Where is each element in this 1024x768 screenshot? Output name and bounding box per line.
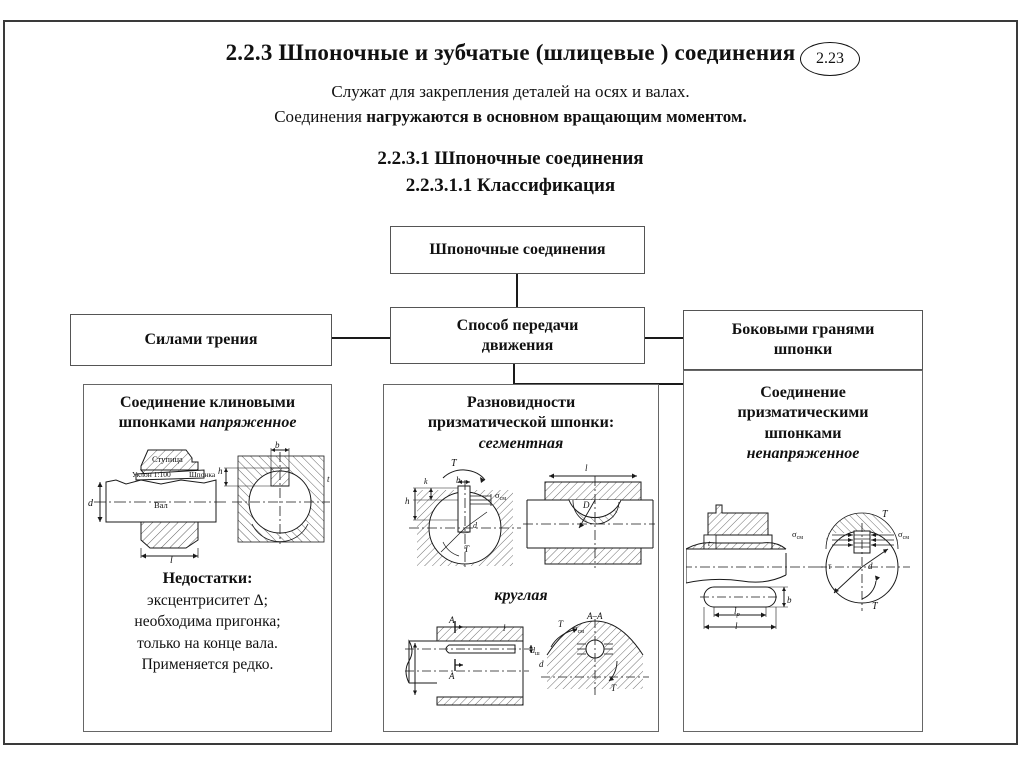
panel-prismatic-variants-heading: Разновидности призматической шпонки: сег…	[384, 385, 658, 456]
slide-number-badge: 2.23	[800, 42, 860, 76]
section-heading-3: 2.2.3.1.1 Классификация	[405, 175, 616, 196]
flow-box-side-faces-line2: шпонки	[773, 341, 833, 358]
round-label-T-right: T	[611, 683, 617, 693]
section-heading-2: 2.2.3.1 Шпоночные соединения	[377, 148, 644, 169]
round-label-T-left: T	[558, 619, 564, 629]
subtitle-line-2: Соединения нагружаются в основном вращаю…	[5, 107, 1016, 127]
panel-wedge-keys: Соединение клиновыми шпонками напряженно…	[83, 384, 332, 732]
segment-label-l: l	[585, 463, 588, 473]
flow-box-side-faces: Боковыми гранями шпонки	[683, 310, 923, 370]
prismatic-label-T-top: T	[882, 509, 889, 520]
drawing-dim-t: t	[327, 474, 330, 484]
prismatic-label-l: l	[735, 621, 738, 631]
flow-box-method: Способ передачи движения	[390, 307, 645, 364]
drawing-dim-b: b	[275, 440, 280, 450]
prismatic-label-lp: lp	[734, 606, 741, 618]
round-label-sigma: σсм	[573, 623, 584, 635]
panel-unstressed-heading-line4: ненапряженное	[746, 445, 860, 463]
prismatic-label-b: b	[787, 595, 792, 605]
panel-prismatic-subheading-round: круглая	[494, 587, 548, 605]
panel-unstressed-heading-line3: шпонками	[764, 424, 842, 442]
subtitle-line-1: Служат для закрепления деталей на осях и…	[331, 82, 690, 101]
drawing-dim-l: l	[170, 555, 173, 564]
prismatic-label-T-bottom: T	[872, 601, 879, 612]
round-label-l: l	[503, 623, 506, 633]
note-item: только на конце вала.	[137, 634, 278, 652]
page-title: 2.2.3 Шпоночные и зубчатые (шлицевые ) с…	[225, 40, 796, 65]
prismatic-label-sigma-left: σсм	[792, 529, 803, 541]
segment-label-sigma: σсм	[495, 490, 506, 502]
connector-root-to-method	[516, 274, 518, 307]
panel-wedge-keys-heading-line2: шпонками напряженное	[90, 413, 325, 433]
panel-wedge-keys-heading-line1: Соединение клиновыми	[119, 394, 296, 411]
segment-label-T2: T	[464, 544, 470, 554]
drawing-label-key: Шпонка	[189, 470, 216, 479]
segment-label-D: D	[582, 500, 590, 510]
prismatic-label-t: t	[708, 539, 711, 548]
panel-wedge-keys-heading-plain: шпонками	[118, 414, 200, 432]
flow-box-friction: Силами трения	[70, 314, 332, 366]
round-label-A-bottom: A	[448, 671, 455, 681]
panel-wedge-keys-heading: Соединение клиновыми шпонками напряженно…	[84, 385, 331, 436]
round-label-A-top: A	[448, 615, 455, 625]
drawing-label-hub: Ступица	[152, 454, 183, 464]
segment-label-b: b	[456, 475, 461, 485]
panel-unstressed-heading: Соединение призматическими шпонками нена…	[684, 371, 922, 467]
subtitle-line-2-bold: нагружаются в основном вращающим моменто…	[366, 107, 747, 126]
segment-label-d: d	[473, 521, 478, 530]
panel-wedge-keys-notes: Недостатки: эксцентриситет Δ; необходима…	[84, 568, 331, 676]
connector-method-to-right	[645, 337, 683, 339]
note-item: Применяется редко.	[141, 656, 274, 674]
drawing-round-key: A A l d A–A T T dш σсм	[405, 611, 649, 706]
flow-box-side-faces-line1: Боковыми гранями	[731, 321, 875, 338]
panel-unstressed-heading-line2: призматическими	[737, 404, 869, 422]
connector-elbow-vertical-mid	[513, 364, 515, 385]
panel-prismatic-heading-line3: сегментная	[478, 434, 564, 452]
segment-label-h: h	[405, 496, 410, 506]
flow-box-method-line2: движения	[481, 336, 554, 354]
subtitle-line-2-plain: Соединения	[274, 107, 367, 126]
panel-prismatic-variants: Разновидности призматической шпонки: сег…	[383, 384, 659, 732]
segment-label-k: k	[424, 477, 428, 486]
drawing-wedge-key-assembly: Ступица Уклон 1:100 Шпонка Вал d l b h t	[88, 440, 330, 564]
round-label-section: A–A	[586, 611, 603, 621]
drawing-segment-key: T b k h d T l D σсм	[405, 458, 655, 571]
panel-prismatic-unstressed: Соединение призматическими шпонками нена…	[683, 370, 923, 732]
note-item: необходима пригонка;	[134, 613, 281, 631]
drawing-label-slope: Уклон 1:100	[132, 470, 171, 479]
drawing-prismatic-key-assembly: t b lp l σсм σсм τ d T T	[686, 504, 910, 631]
round-label-d: d	[539, 659, 544, 669]
flow-box-method-line1: Способ передачи	[456, 316, 579, 334]
slide-frame: 2.2.3 Шпоночные и зубчатые (шлицевые ) с…	[3, 20, 1018, 745]
drawing-dim-h: h	[218, 466, 223, 476]
panel-prismatic-heading-line1: Разновидности	[466, 394, 576, 411]
prismatic-label-sigma-right: σсм	[898, 529, 909, 541]
panel-unstressed-heading-line1: Соединение	[760, 384, 846, 401]
prismatic-label-tau: τ	[828, 561, 832, 571]
drawing-dim-d: d	[88, 498, 94, 509]
panel-prismatic-heading-line2: призматической шпонки:	[427, 414, 615, 432]
prismatic-label-d: d	[868, 561, 873, 571]
note-item: эксцентриситет Δ;	[147, 592, 268, 610]
flow-box-root: Шпоночные соединения	[390, 226, 645, 274]
segment-label-torque: T	[451, 458, 458, 469]
notes-title: Недостатки:	[162, 569, 253, 587]
panel-wedge-keys-heading-italic: напряженное	[199, 414, 297, 432]
connector-method-to-left	[332, 337, 390, 339]
drawing-label-shaft: Вал	[154, 500, 169, 510]
round-label-dsh: dш	[531, 646, 540, 657]
